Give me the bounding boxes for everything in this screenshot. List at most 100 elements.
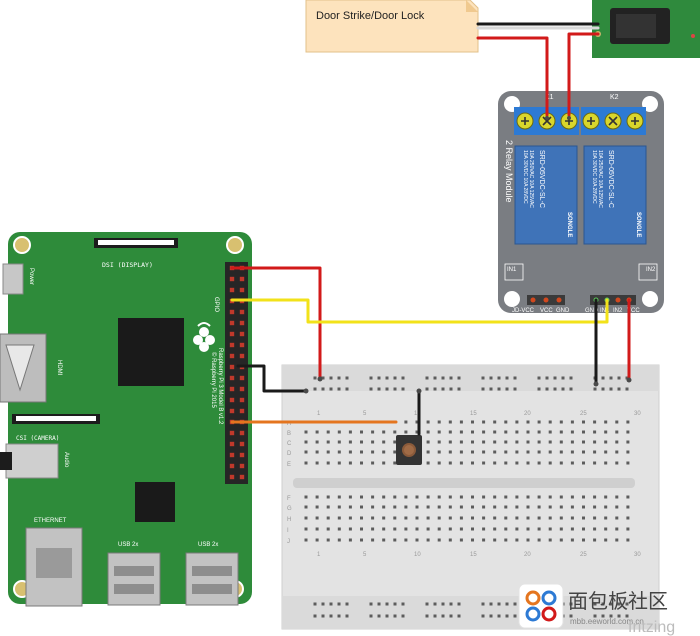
breadboard-rail-hole (313, 376, 317, 380)
breadboard-hole (504, 430, 508, 434)
breadboard-hole (493, 516, 497, 520)
breadboard-hole (626, 430, 630, 434)
breadboard-hole (582, 527, 585, 531)
breadboard-rail-hole (329, 602, 333, 606)
wire-ends (303, 116, 632, 394)
breadboard-hole (426, 461, 430, 465)
breadboard-rail-hole (505, 387, 509, 391)
breadboard-rail-hole (537, 387, 541, 391)
breadboard-hole (471, 538, 474, 542)
breadboard-hole (371, 495, 375, 499)
breadboard-hole (570, 527, 574, 531)
breadboard-hole (604, 538, 608, 542)
breadboard-hole (304, 516, 308, 520)
breadboard-rail-hole (321, 387, 325, 391)
breadboard-hole (426, 440, 430, 444)
breadboard-hole (537, 527, 541, 531)
breadboard-hole (559, 495, 563, 499)
breadboard-hole (482, 420, 486, 424)
breadboard-hole (348, 461, 352, 465)
breadboard-hole (393, 538, 397, 542)
breadboard-hole (526, 430, 530, 434)
breadboard-rail-hole (609, 614, 613, 618)
breadboard-rail-hole (601, 376, 605, 380)
breadboard-rail-hole (313, 387, 317, 391)
breadboard-hole (504, 538, 508, 542)
breadboard-rail-hole (449, 376, 453, 380)
breadboard-hole (304, 495, 308, 499)
breadboard-rail-hole (457, 614, 461, 618)
gpio-pin (239, 408, 245, 414)
breadboard-hole (570, 516, 574, 520)
relay-pin-jdvcc: JD-VCC (512, 308, 535, 314)
breadboard-hole (348, 516, 352, 520)
watermark-fritzing: fritzing (628, 619, 675, 636)
breadboard-hole (582, 516, 585, 520)
breadboard-rail-hole (393, 376, 397, 380)
relay-pin-gnd-left: GND (556, 308, 570, 314)
breadboard-hole (482, 450, 486, 454)
breadboard-hole (526, 420, 530, 424)
relay-pin-in2: IN2 (613, 308, 623, 314)
breadboard-rail-hole (569, 602, 573, 606)
breadboard-hole (415, 430, 419, 434)
usb-label-2: USB 2x (198, 542, 218, 548)
breadboard-hole (315, 430, 319, 434)
breadboard-hole (459, 450, 463, 454)
breadboard-hole (482, 495, 486, 499)
breadboard-hole (415, 538, 419, 542)
breadboard-hole (604, 430, 608, 434)
breadboard-hole (593, 495, 597, 499)
breadboard-hole (448, 527, 452, 531)
breadboard-rail-hole (393, 602, 397, 606)
row-letter-e: E (287, 462, 291, 468)
breadboard-hole (382, 538, 386, 542)
relay-1 (514, 145, 578, 245)
breadboard-hole (437, 505, 441, 509)
relay-1-model: SRD-05VDC-SL-C (538, 150, 545, 208)
breadboard-hole (626, 527, 630, 531)
raspberry-logo-icon (193, 322, 215, 352)
breadboard-hole (426, 430, 430, 434)
breadboard-rail-hole (513, 602, 517, 606)
gpio-pin (239, 287, 245, 293)
breadboard-hole (337, 505, 341, 509)
col-number-30-bottom: 30 (634, 552, 641, 558)
row-letter-c: C (287, 441, 292, 447)
breadboard-hole (371, 440, 375, 444)
breadboard-hole (360, 430, 363, 434)
breadboard-hole (515, 450, 519, 454)
breadboard-hole (437, 516, 441, 520)
breadboard-hole (304, 505, 308, 509)
breadboard-hole (537, 430, 541, 434)
breadboard-hole (448, 461, 452, 465)
breadboard-rail-hole (513, 376, 517, 380)
breadboard-rail-hole (329, 376, 333, 380)
gpio-pin (239, 331, 245, 337)
breadboard-hole (371, 430, 375, 434)
breadboard-hole (315, 527, 319, 531)
breadboard-hole (493, 505, 497, 509)
breadboard-hole (604, 440, 608, 444)
breadboard-rail-hole (321, 614, 325, 618)
breadboard-hole (593, 538, 597, 542)
breadboard-hole (493, 538, 497, 542)
breadboard-hole (515, 430, 519, 434)
breadboard-hole (415, 420, 419, 424)
breadboard-hole (426, 516, 430, 520)
gpio-pin (229, 331, 235, 337)
breadboard-hole (515, 516, 519, 520)
breadboard-rail-hole (481, 614, 485, 618)
breadboard-hole (337, 527, 341, 531)
breadboard-hole (493, 420, 497, 424)
breadboard-hole (615, 430, 619, 434)
breadboard-hole (315, 516, 319, 520)
breadboard-hole (615, 505, 619, 509)
breadboard-rail-hole (489, 387, 493, 391)
breadboard-hole (459, 516, 463, 520)
gpio-pin (239, 441, 245, 447)
breadboard-hole (459, 505, 463, 509)
row-letter-d: D (287, 451, 292, 457)
breadboard-rail-hole (489, 614, 493, 618)
